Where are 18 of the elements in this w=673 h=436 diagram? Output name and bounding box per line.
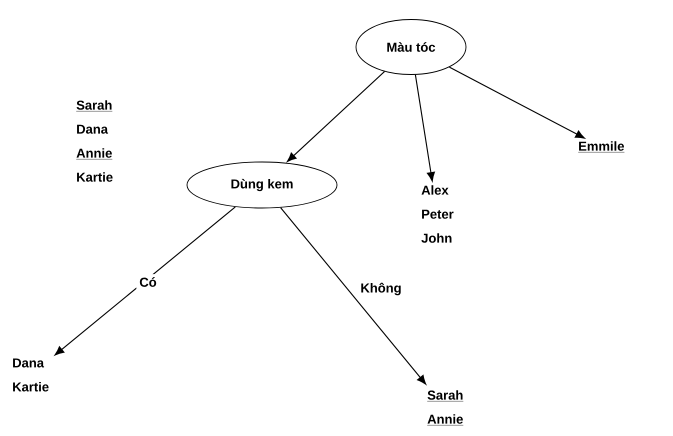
ellipse-node: Dùng kem	[186, 162, 338, 208]
node-label: Annie	[76, 148, 112, 158]
name-list: Emmile	[578, 141, 625, 152]
node-label: Dana	[77, 124, 108, 134]
node-label: Kartie	[77, 172, 113, 182]
arrow	[54, 206, 236, 356]
name-list: Dana Kartie	[13, 358, 49, 392]
name-list: Sarah Dana Annie Kartie	[76, 100, 113, 182]
arrow	[414, 74, 435, 182]
name-list: Sarah Annie	[427, 390, 464, 426]
arrow	[280, 207, 426, 385]
edge-label: Không	[357, 280, 405, 298]
arrow	[287, 71, 385, 162]
node-label: Sarah	[76, 100, 112, 110]
ellipse-node: Màu tóc	[356, 19, 466, 75]
name-list: Alex Peter John	[421, 185, 454, 243]
arrow	[449, 66, 585, 139]
edge-label: Có	[136, 274, 160, 290]
